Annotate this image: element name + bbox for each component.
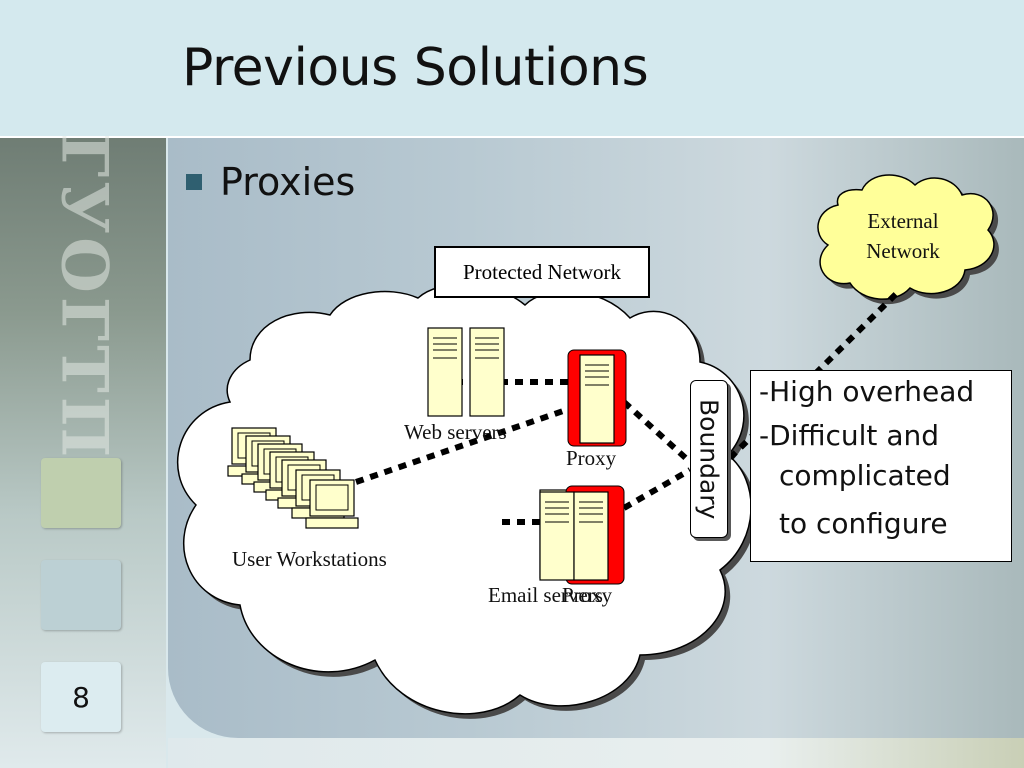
protected-network-cloud (177, 283, 757, 719)
note-line-1: -High overhead (759, 375, 975, 408)
bullet-item: Proxies (186, 160, 355, 204)
slide-title: Previous Solutions (182, 38, 649, 98)
note-line-4: to configure (779, 507, 948, 540)
boundary-box: Boundary (690, 380, 728, 538)
email-servers-label: Email servers (488, 583, 603, 607)
link-proxy2-to-boundary (622, 467, 692, 511)
sidebar-square-2 (41, 560, 121, 630)
bullet-text: Proxies (220, 160, 356, 204)
web-servers-label: Web servers (404, 420, 507, 444)
proxy-2-icon (539, 485, 625, 585)
protected-network-label: Protected Network (434, 246, 650, 298)
external-network-label: External Network (866, 209, 940, 263)
proxy-2-label: Proxy (562, 583, 613, 607)
page-number: 8 (72, 680, 90, 714)
drawbacks-note: -High overhead -Difficult and complicate… (750, 370, 1012, 562)
link-boundary-to-external (727, 287, 903, 461)
side-logo: ГУОГТП (47, 133, 122, 461)
user-workstations-label: User Workstations (232, 547, 387, 571)
bottom-band (168, 738, 1024, 768)
title-bar: Previous Solutions (0, 0, 1024, 138)
proxy-1-label: Proxy (566, 446, 617, 470)
boundary-label: Boundary (694, 398, 724, 520)
external-network-cloud (817, 174, 999, 305)
note-line-2: -Difficult and (759, 419, 939, 452)
bullet-square-icon (186, 174, 202, 190)
note-line-3: complicated (779, 459, 951, 492)
sidebar-square-1 (41, 458, 121, 528)
side-logo-text: ГУОГТП (46, 132, 122, 462)
proxy-1-icon (567, 349, 627, 447)
page-number-badge: 8 (41, 662, 121, 732)
